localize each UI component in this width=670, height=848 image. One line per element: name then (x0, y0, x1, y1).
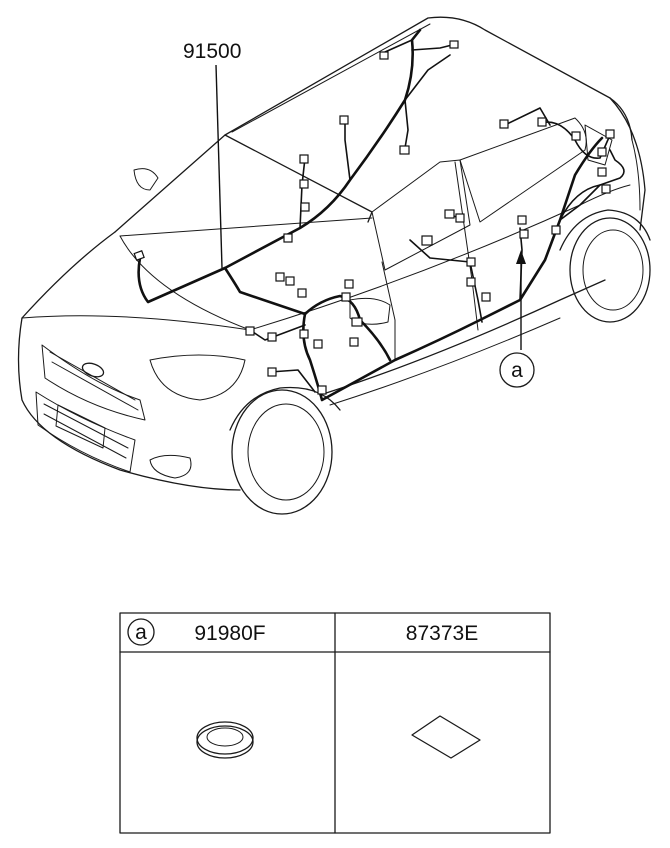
callout-a: a (499, 250, 535, 388)
main-part-number: 91500 (183, 40, 241, 63)
wiring-harness (137, 28, 625, 402)
parts-table: a 91980F 87373E (119, 612, 551, 834)
car-body (17, 16, 651, 515)
table-header-circle (127, 618, 155, 646)
connectors (133, 40, 615, 395)
table-header-letter: a (135, 621, 147, 644)
main-part-leader (215, 64, 223, 269)
callout-a-letter: a (511, 359, 523, 382)
table-part-number-1: 91980F (194, 622, 265, 645)
table-part-number-2: 87373E (406, 622, 478, 645)
grommet-drawing (196, 721, 254, 759)
pad-drawing (411, 715, 481, 759)
